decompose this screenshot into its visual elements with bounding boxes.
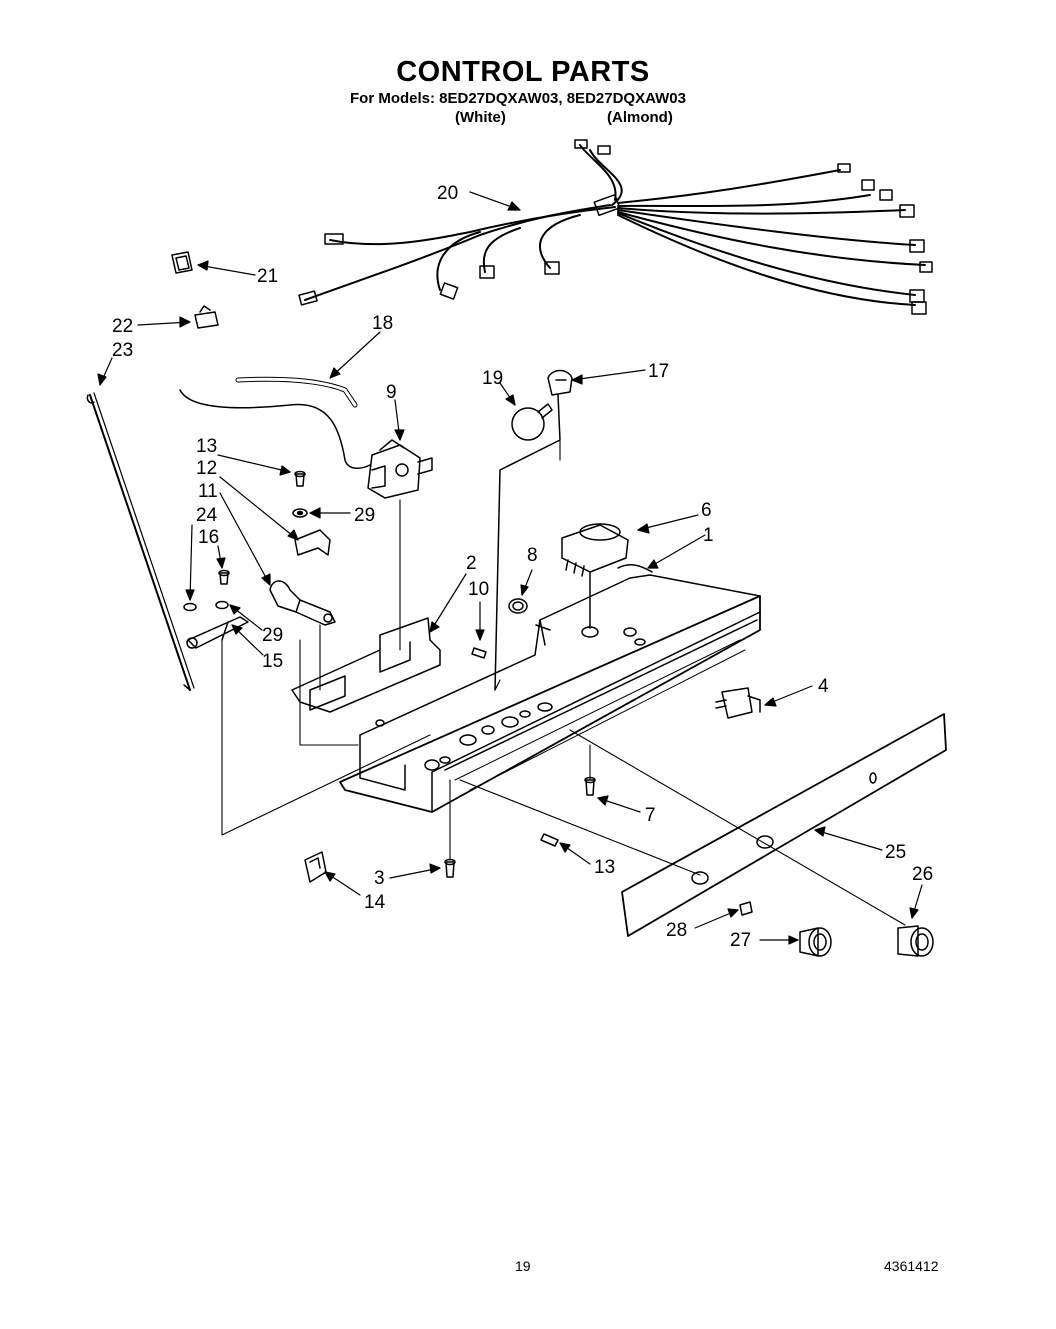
callout-16: 16 <box>198 527 219 548</box>
models-line: For Models: 8ED27DQXAW03, 8ED27DQXAW03 <box>350 90 686 107</box>
bracket-2 <box>291 617 441 713</box>
callout-28: 28 <box>666 920 687 941</box>
callout-20: 20 <box>437 183 458 204</box>
screw-13-top <box>294 470 306 487</box>
screw-13-bottom <box>540 833 559 847</box>
callout-12: 12 <box>196 458 217 479</box>
callout-6: 6 <box>701 500 712 521</box>
callout-9: 9 <box>386 382 397 403</box>
callout-18: 18 <box>372 313 393 334</box>
rod-23 <box>86 392 195 691</box>
callout-11: 11 <box>198 481 218 502</box>
callout-3: 3 <box>374 868 385 889</box>
damper-shaft-11 <box>269 580 336 626</box>
callout-27: 27 <box>730 930 751 951</box>
control-housing-1 <box>339 564 761 813</box>
callout-23: 23 <box>112 340 133 361</box>
variant-white-label: (White) <box>455 109 506 126</box>
callout-2: 2 <box>466 553 477 574</box>
callout-24: 24 <box>196 505 218 526</box>
callout-7: 7 <box>645 805 656 826</box>
plug-8 <box>508 598 528 614</box>
callout-19: 19 <box>482 368 503 389</box>
cold-control-9 <box>367 439 433 499</box>
screw-10 <box>471 647 487 659</box>
callout-labels: 20 21 22 23 18 9 19 17 13 12 11 29 24 16… <box>112 183 933 951</box>
callout-1: 1 <box>703 525 714 546</box>
clip-22 <box>194 305 219 329</box>
light-socket-17 <box>494 369 573 691</box>
callout-4: 4 <box>818 676 829 697</box>
screw-16 <box>218 569 230 585</box>
callout-10: 10 <box>468 579 489 600</box>
callout-22: 22 <box>112 316 133 337</box>
control-panel-25 <box>621 713 947 937</box>
defrost-timer-6 <box>561 523 629 629</box>
clip-14 <box>304 851 327 883</box>
callout-26: 26 <box>912 864 933 885</box>
washers-24-29 <box>183 600 229 612</box>
switch-4 <box>715 687 761 719</box>
lever-15 <box>186 616 249 649</box>
callout-29-top: 29 <box>354 505 375 526</box>
washer-29-top <box>292 508 308 518</box>
leader-lines <box>97 191 923 945</box>
callout-29-bottom: 29 <box>262 625 283 646</box>
callout-13-top: 13 <box>196 436 217 457</box>
callout-13-bottom: 13 <box>594 857 615 878</box>
callout-15: 15 <box>262 651 283 672</box>
light-bulb-19 <box>511 403 553 441</box>
bracket-12 <box>294 529 331 556</box>
callout-8: 8 <box>527 545 538 566</box>
insert-28 <box>739 901 753 916</box>
knob-27 <box>799 927 832 957</box>
capillary-tube-18 <box>179 376 371 470</box>
callout-25: 25 <box>885 842 906 863</box>
document-number: 4361412 <box>884 1258 939 1274</box>
page-number: 19 <box>515 1258 531 1274</box>
screw-3 <box>444 858 456 878</box>
callout-21: 21 <box>257 266 278 287</box>
variant-almond-label: (Almond) <box>607 109 673 126</box>
page-title: CONTROL PARTS <box>396 56 650 88</box>
wire-harness <box>298 139 933 315</box>
knob-26 <box>897 925 934 957</box>
clip-21 <box>171 251 193 274</box>
assembly-lines <box>221 439 906 926</box>
callout-17: 17 <box>648 361 669 382</box>
callout-14: 14 <box>364 892 386 913</box>
